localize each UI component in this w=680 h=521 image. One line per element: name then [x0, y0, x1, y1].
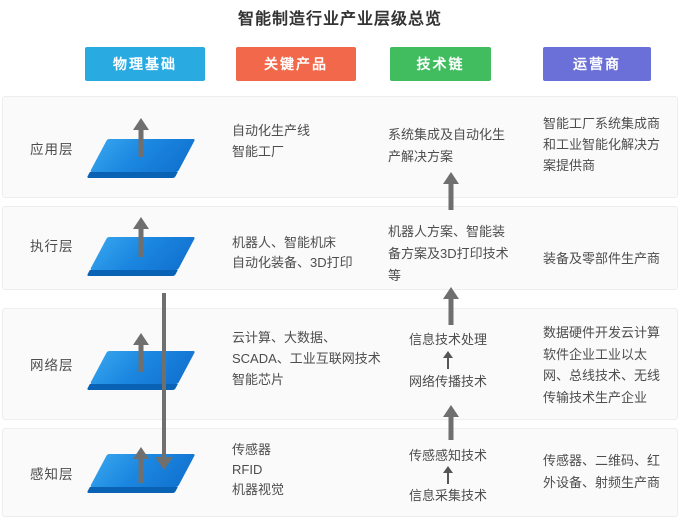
tech-text-perception-bottom: 信息采集技术 — [408, 488, 487, 503]
header-operators: 运营商 — [543, 47, 651, 81]
tech-chain-up-arrow-icon-3 — [443, 405, 459, 440]
up-arrow-icon-network — [133, 333, 149, 372]
page-title: 智能制造行业产业层级总览 — [237, 11, 442, 28]
header-tech-chain: 技术链 — [390, 47, 491, 81]
operators-text-network: 数据硬件开发云计算 软件企业工业以太 网、总线技术、无线 传输技术生产企业 — [543, 325, 661, 405]
up-arrow-icon-execution — [133, 217, 149, 257]
up-arrow-icon-application — [133, 118, 149, 157]
small-up-arrow-icon-perception — [442, 466, 454, 484]
platform-edge — [86, 487, 178, 493]
tech-text-application: 系统集成及自动化生 产解决方案 — [388, 127, 506, 164]
tech-text-network-top: 信息技术处理 — [408, 332, 487, 347]
header-physical-foundation: 物理基础 — [85, 47, 205, 81]
layer-label-network: 网络层 — [30, 358, 74, 373]
platform-edge — [86, 172, 178, 178]
operators-text-execution: 装备及零部件生产商 — [543, 251, 661, 266]
header-key-products: 关键产品 — [236, 47, 356, 81]
tech-chain-up-arrow-icon-1 — [443, 172, 459, 210]
products-text-application: 自动化生产线 智能工厂 — [232, 123, 311, 159]
small-up-arrow-icon-network — [442, 351, 454, 369]
tech-text-perception-top: 传感感知技术 — [408, 448, 487, 463]
products-text-network: 云计算、大数据、 SCADA、工业互联网技术 智能芯片 — [232, 330, 381, 387]
layer-label-perception: 感知层 — [30, 467, 74, 482]
layer-label-application: 应用层 — [30, 142, 74, 157]
operators-text-application: 智能工厂系统集成商 和工业智能化解决方 案提供商 — [543, 116, 661, 173]
tech-text-execution: 机器人方案、智能装 备方案及3D打印技术 等 — [388, 224, 509, 283]
products-text-execution: 机器人、智能机床 自动化装备、3D打印 — [232, 235, 353, 270]
up-arrow-icon-perception — [133, 447, 149, 483]
products-text-perception: 传感器 RFID 机器视觉 — [232, 442, 285, 497]
layer-label-execution: 执行层 — [30, 239, 74, 254]
down-arrow-icon-execution-to-perception — [155, 293, 173, 470]
platform-edge — [86, 270, 178, 276]
tech-text-network-bottom: 网络传播技术 — [408, 374, 487, 389]
tech-chain-up-arrow-icon-2 — [443, 287, 459, 325]
operators-text-perception: 传感器、二维码、红 外设备、射频生产商 — [543, 453, 661, 490]
